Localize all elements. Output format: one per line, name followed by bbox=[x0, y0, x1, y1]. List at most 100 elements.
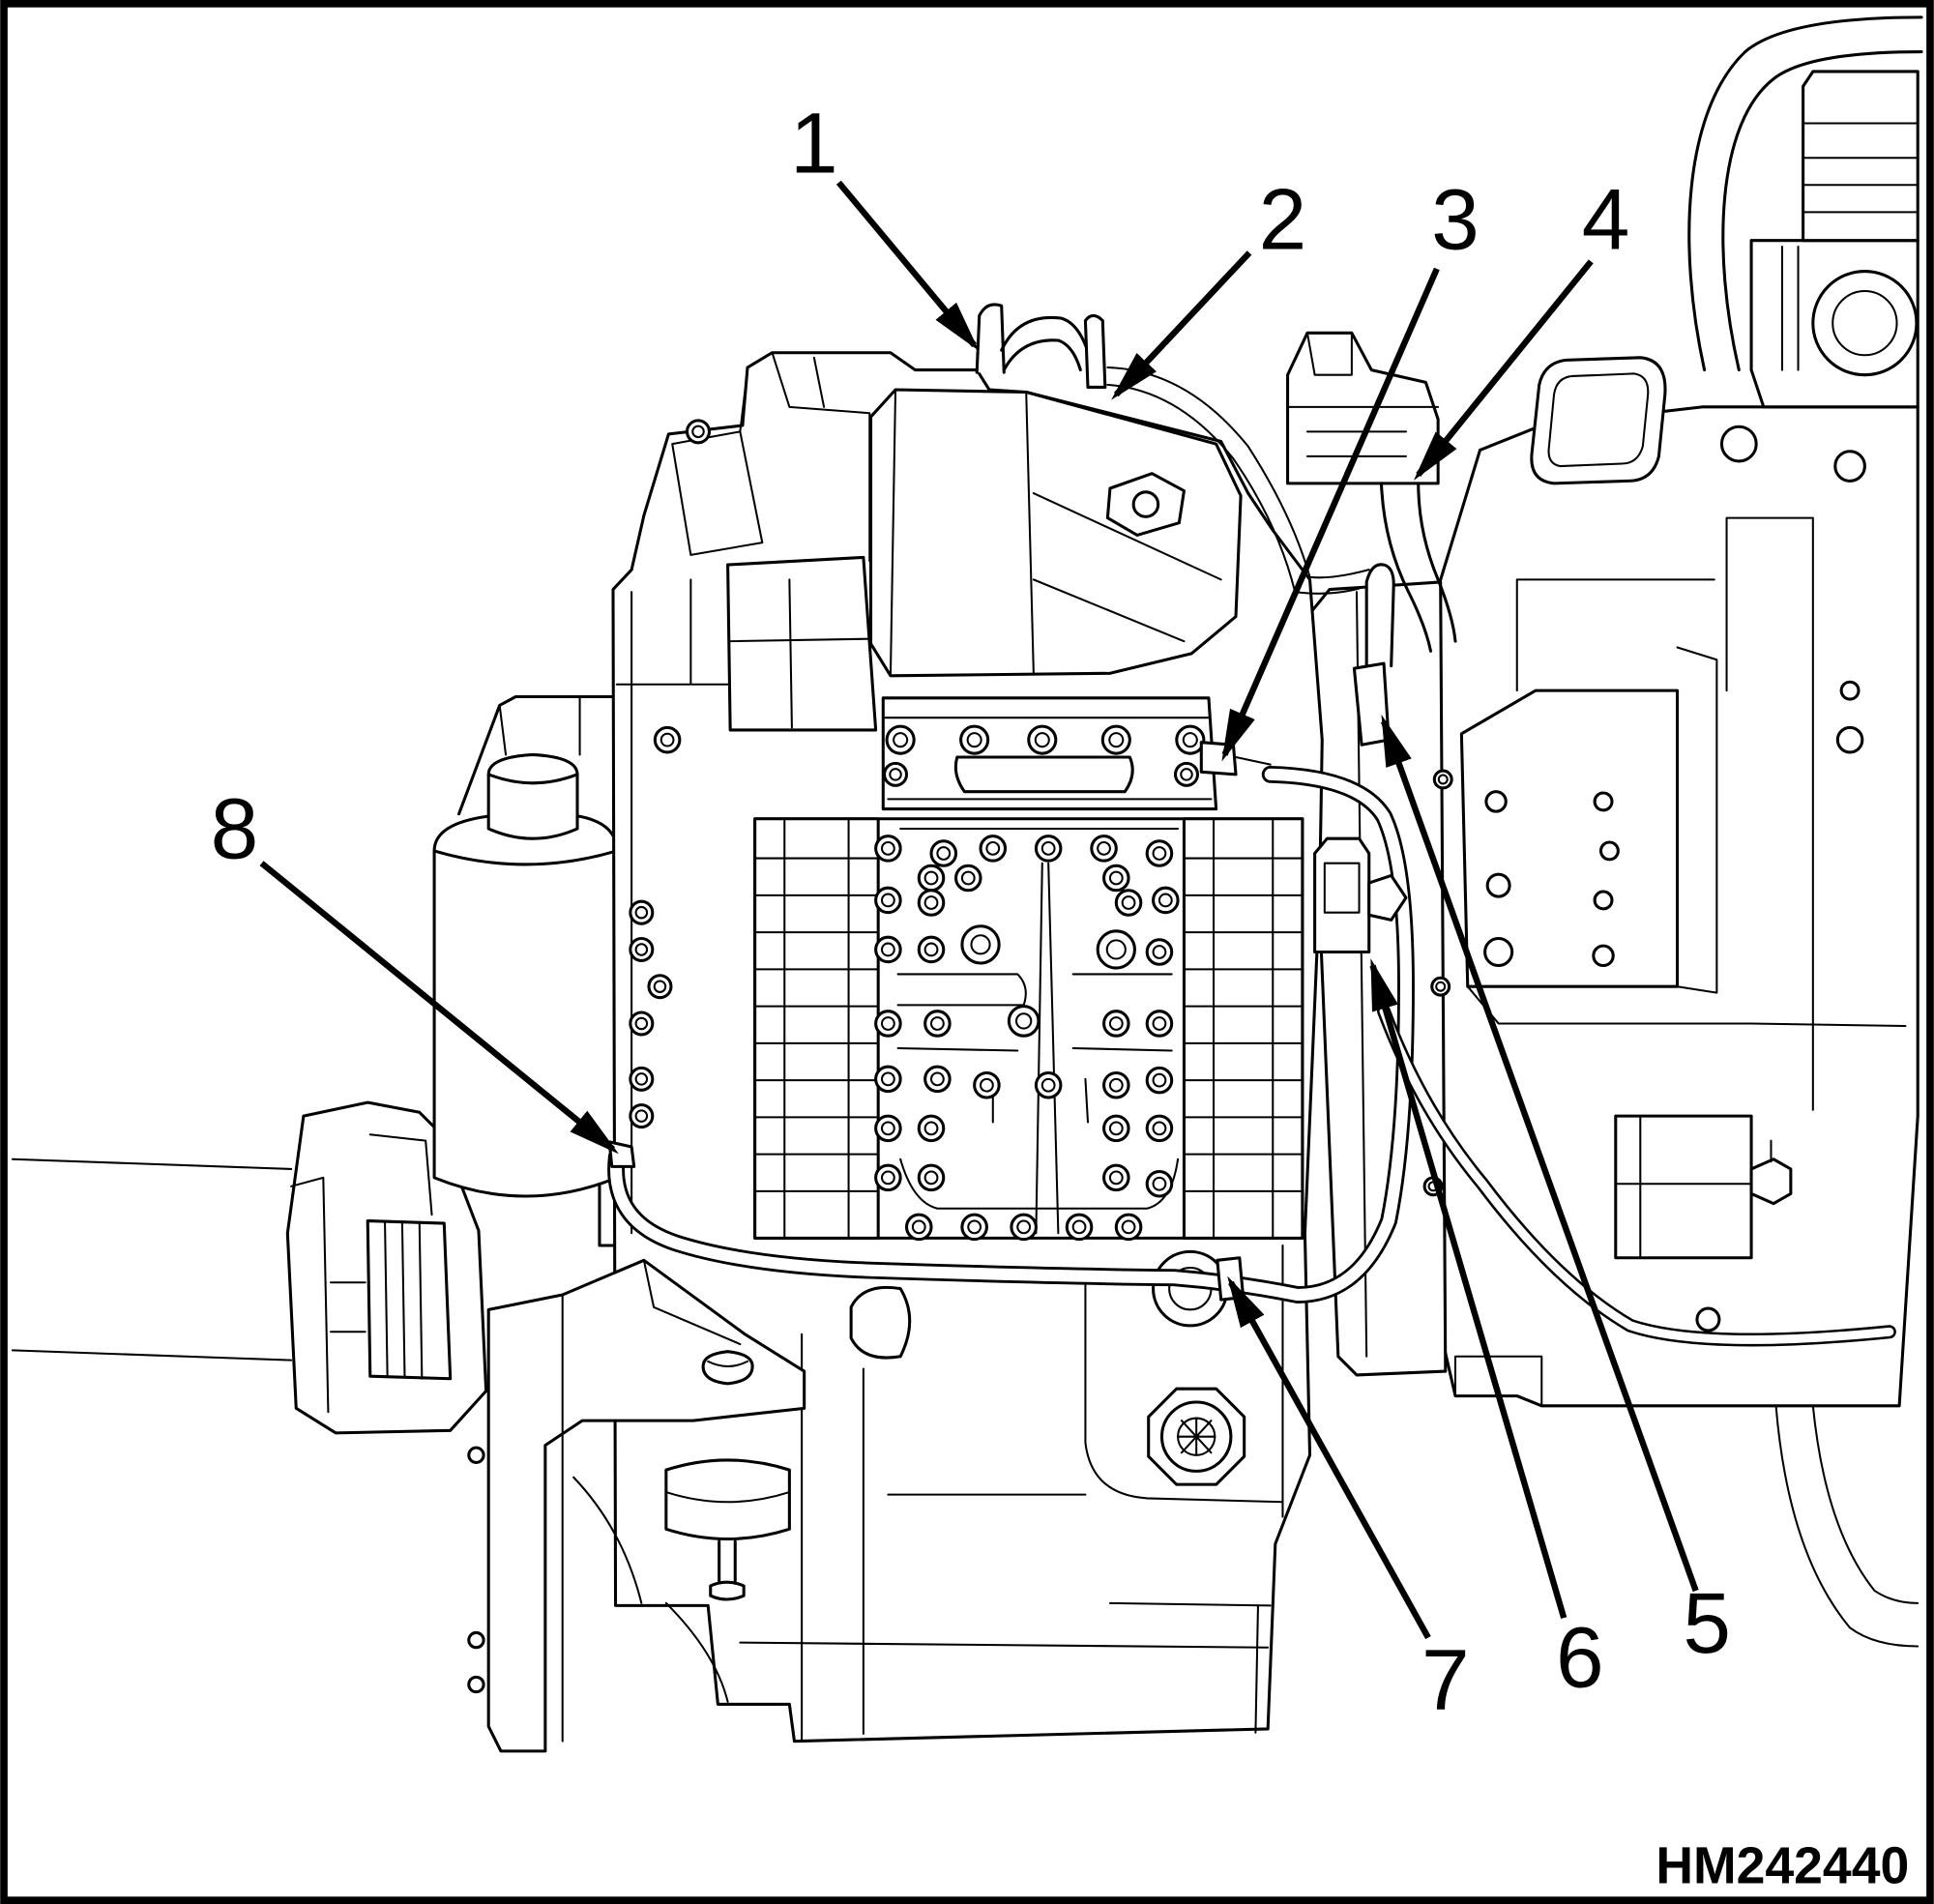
bolt-head bbox=[1145, 1066, 1174, 1095]
engine-mount-rubber-band bbox=[664, 1491, 791, 1504]
transmission-harness-tube bbox=[1379, 482, 1457, 653]
bolt bbox=[1145, 1169, 1174, 1198]
bolt bbox=[1145, 1066, 1174, 1095]
bolt-center bbox=[1437, 774, 1449, 785]
bolt bbox=[685, 419, 712, 445]
bolt-center bbox=[1108, 1170, 1124, 1186]
bolt bbox=[1114, 889, 1143, 917]
bolt-head bbox=[1102, 1163, 1130, 1192]
mount-bracket-assembly bbox=[486, 1258, 806, 1753]
cooling-fin bbox=[753, 817, 880, 1240]
bolt bbox=[960, 1213, 988, 1242]
bolt bbox=[917, 889, 946, 917]
mounting-hole bbox=[1719, 425, 1758, 463]
bolt-head bbox=[917, 864, 946, 893]
bolt-center bbox=[1152, 945, 1167, 959]
bolt-head bbox=[917, 1163, 946, 1192]
bolt-center bbox=[985, 840, 1001, 856]
intake-flange-ring bbox=[1811, 270, 1919, 377]
bolt bbox=[904, 1213, 933, 1242]
bolt-center bbox=[911, 1219, 926, 1235]
bolt bbox=[653, 725, 682, 754]
bolt-head bbox=[1145, 938, 1174, 966]
callout-7: 7 bbox=[1227, 1275, 1470, 1728]
bolt bbox=[1145, 938, 1174, 966]
bolt-head bbox=[1432, 769, 1453, 790]
intake-assembly bbox=[1687, 15, 1923, 409]
mounting-hole bbox=[1833, 450, 1866, 483]
case-top-left-boss bbox=[671, 368, 764, 556]
callout-5-label: 5 bbox=[1683, 1574, 1731, 1671]
mounting-hole bbox=[1839, 680, 1861, 701]
callouts: 1 2 3 4 5 6 7 8 bbox=[211, 95, 1731, 1728]
bolt-center bbox=[893, 732, 909, 748]
bolt-head bbox=[917, 1114, 946, 1143]
filler-cap-ribs bbox=[1802, 122, 1919, 214]
cooling-fin bbox=[1183, 817, 1304, 1240]
filter-bracket-rib bbox=[498, 695, 581, 756]
bolt-center bbox=[1105, 939, 1127, 960]
valve-body-right-fins-frame bbox=[1182, 817, 1304, 1240]
callout-7-label: 7 bbox=[1421, 1631, 1470, 1728]
bolt bbox=[917, 1114, 946, 1143]
engine-mount-stud bbox=[718, 1539, 737, 1585]
case-upper-gear-cover bbox=[726, 555, 878, 732]
bolt-center bbox=[923, 1121, 939, 1136]
axle-shaft-lower-edge bbox=[11, 1349, 293, 1362]
harness-upper-inner bbox=[1106, 383, 1365, 595]
bolt-center bbox=[634, 943, 649, 956]
bolt-center bbox=[970, 934, 991, 955]
bolt-center bbox=[880, 1121, 895, 1136]
callout-3: 3 bbox=[1221, 171, 1480, 762]
bolt bbox=[1173, 761, 1200, 787]
callout-4-arrow bbox=[1413, 259, 1594, 481]
harness-connector-latch bbox=[1323, 862, 1361, 914]
case-lower-pan bbox=[1084, 1281, 1284, 1504]
mounting-hole bbox=[467, 1675, 485, 1694]
bolt-center bbox=[634, 1016, 649, 1031]
case-lower-curve bbox=[572, 1476, 729, 1703]
bolt-head bbox=[1102, 1114, 1130, 1143]
bolt bbox=[953, 864, 982, 893]
bolt bbox=[629, 1103, 655, 1129]
engine-oval-port-inner bbox=[1547, 372, 1650, 468]
bolt-head bbox=[1102, 1070, 1130, 1099]
bolt-center bbox=[1108, 1016, 1124, 1031]
bolt bbox=[917, 1163, 946, 1192]
bolt-center bbox=[1152, 1072, 1167, 1088]
bolt bbox=[1145, 1114, 1174, 1143]
callout-2-arrow bbox=[1111, 250, 1252, 400]
bolt bbox=[647, 974, 673, 1000]
bolt bbox=[1152, 886, 1180, 915]
bolt bbox=[874, 1163, 902, 1192]
mounting-hole bbox=[1598, 840, 1620, 862]
bolt-center bbox=[1108, 1077, 1124, 1093]
bolt bbox=[923, 1065, 952, 1094]
bolt-head bbox=[1034, 835, 1063, 863]
bolt-head bbox=[874, 1114, 902, 1143]
bolt-head bbox=[1173, 761, 1200, 787]
transmission-connector-ribs bbox=[1286, 332, 1440, 457]
mount-bolt-head bbox=[701, 1350, 754, 1386]
oil-filter-assembly bbox=[432, 694, 637, 1247]
bolt-head bbox=[953, 864, 982, 893]
bolt-center bbox=[923, 1170, 939, 1186]
bolt-head bbox=[629, 936, 655, 962]
bolt-center bbox=[1180, 768, 1193, 781]
cooling-fins bbox=[753, 817, 1304, 1240]
bolt bbox=[1007, 1005, 1040, 1038]
bolt-head bbox=[885, 724, 916, 755]
bolt bbox=[929, 839, 958, 867]
bolt-center bbox=[923, 942, 939, 957]
bolt-center bbox=[1071, 1219, 1087, 1235]
case-upper-gear-cover-rib bbox=[729, 578, 875, 729]
bolt-center bbox=[1121, 895, 1136, 910]
bolt-head bbox=[923, 1010, 952, 1038]
axle-inner-joint bbox=[285, 1100, 488, 1435]
figure-id: HM242440 bbox=[1656, 1837, 1909, 1894]
harness-right-core bbox=[1379, 1007, 1894, 1344]
mounting-hole bbox=[1483, 936, 1514, 968]
oil-filter-cap bbox=[486, 773, 579, 840]
bolt-center bbox=[980, 1077, 994, 1093]
